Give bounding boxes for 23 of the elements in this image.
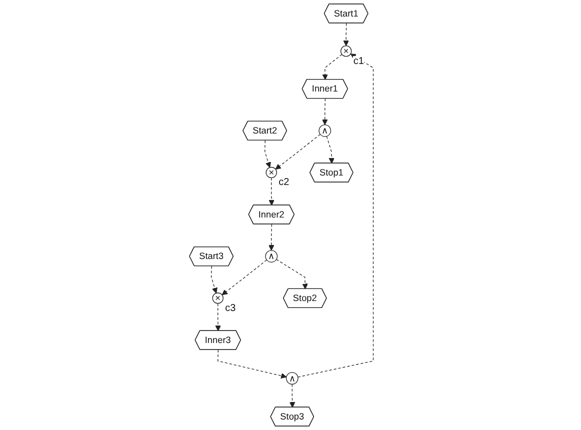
node-caption: c1 bbox=[353, 56, 364, 67]
arrow bbox=[264, 140, 271, 168]
arrow bbox=[275, 134, 321, 170]
node-circle: × bbox=[340, 45, 352, 57]
node-circle: × bbox=[212, 292, 224, 304]
arrow bbox=[326, 136, 334, 164]
arrow bbox=[211, 266, 218, 294]
node-circle: ∧ bbox=[318, 124, 332, 137]
arrow bbox=[218, 350, 287, 379]
arrow bbox=[268, 224, 274, 251]
node-circle: ∧ bbox=[286, 372, 298, 385]
arrow bbox=[276, 259, 308, 290]
node-circle: ∧ bbox=[265, 250, 278, 262]
node-caption: c3 bbox=[225, 303, 236, 314]
node-caption: c2 bbox=[278, 177, 290, 188]
arrow bbox=[222, 260, 268, 296]
arrow bbox=[268, 178, 274, 206]
arrow bbox=[322, 98, 328, 126]
node-circle: × bbox=[266, 166, 277, 178]
arrow bbox=[289, 384, 296, 408]
arrow bbox=[322, 54, 342, 80]
arrow bbox=[343, 22, 349, 46]
arrow bbox=[215, 303, 221, 332]
